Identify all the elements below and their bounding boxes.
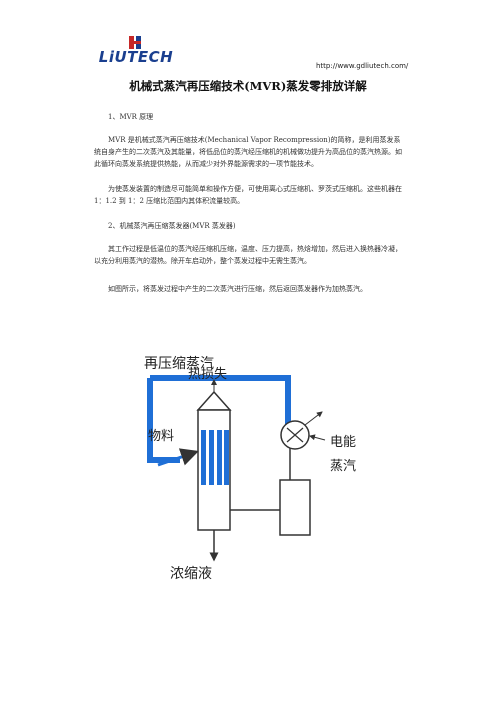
section-heading-1: 1、MVR 原理 (108, 113, 154, 121)
label-material: 物料 (148, 429, 174, 444)
compressor-fan-icon (286, 427, 304, 443)
liutech-logo: LiUTECH (94, 35, 178, 69)
label-steam: 蒸汽 (330, 459, 356, 474)
heat-exchanger-tube (224, 430, 229, 485)
paragraph-3: 其工作过程是低温位的蒸汽经压缩机压缩，温度、压力提高，热焓增加，然后进入换热器冷… (94, 245, 402, 265)
website-url[interactable]: http://www.gdliutech.com/ (316, 62, 409, 70)
page-title: 机械式蒸汽再压缩技术(MVR)蒸发零排放详解 (129, 79, 367, 93)
heat-exchanger-tube (201, 430, 206, 485)
label-electric-energy: 电能 (330, 435, 356, 450)
heat-exchanger-tube (217, 430, 222, 485)
logo-mark-icon (129, 36, 141, 49)
label-recompressed-steam: 再压缩蒸汽 (144, 356, 214, 372)
evaporator-top-cap (196, 390, 232, 411)
section-heading-2: 2、机械蒸汽再压缩蒸发器(MVR 蒸发器) (108, 222, 236, 230)
recompressed-steam-return (147, 378, 180, 463)
paragraph-1: MVR 是机械式蒸汽再压缩技术(Mechanical Vapor Recompr… (94, 136, 402, 168)
paragraph-2: 为使蒸发装置的制造尽可能简单和操作方便，可使用离心式压缩机、罗茨式压缩机。这些机… (94, 185, 402, 205)
heat-exchanger-tube (209, 430, 214, 485)
label-concentrate: 浓缩液 (170, 566, 212, 580)
electric-energy-arrow (309, 434, 326, 441)
steam-output-arrow (304, 411, 323, 426)
mvr-process-diagram: 再压缩蒸汽 热损失 物料 电能 蒸汽 浓缩液 (144, 356, 356, 580)
label-heat-loss: 热损失 (188, 367, 227, 382)
paragraph-4: 如图所示，将蒸发过程中产生的二次蒸汽进行压缩，然后返回蒸发器作为加热蒸汽。 (108, 285, 367, 293)
logo-text: LiUTECH (98, 48, 174, 66)
material-inlet-arrow (157, 448, 199, 467)
separator-vessel (279, 479, 311, 536)
